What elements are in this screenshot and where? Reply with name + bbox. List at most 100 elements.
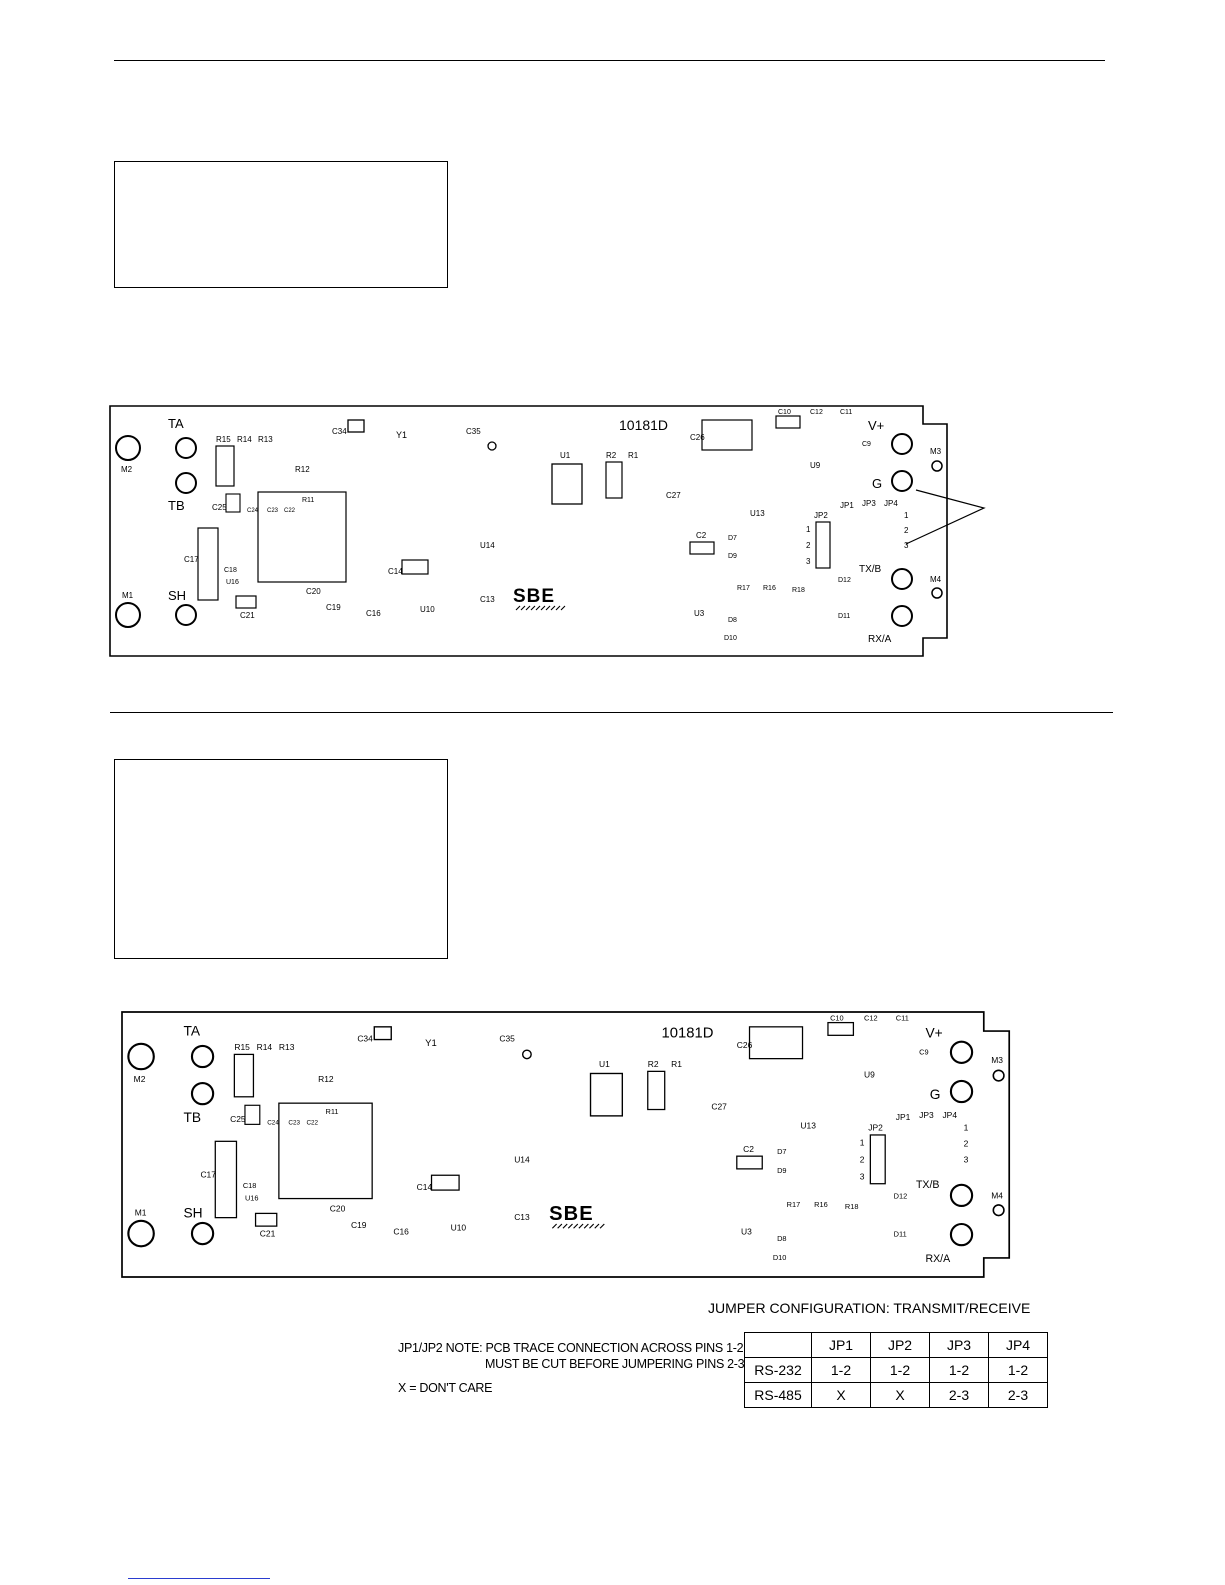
- label-r14: R14: [257, 1042, 273, 1052]
- label-d12: D12: [894, 1192, 908, 1201]
- label-u13: U13: [800, 1121, 816, 1131]
- label-jp-left-pin2: 2: [806, 541, 811, 550]
- label-c11: C11: [840, 409, 852, 416]
- label-r17: R17: [737, 585, 750, 592]
- pcb-board-top: 10181D SBE TA TB SH M2 M1 M3 M4 V+ G TX/…: [109, 405, 948, 657]
- resistor-bank-left: [215, 445, 235, 487]
- table-row: RS-232 1-2 1-2 1-2 1-2: [744, 1357, 1048, 1383]
- label-jp3: JP3: [862, 499, 876, 508]
- label-c21: C21: [260, 1229, 276, 1239]
- label-c17: C17: [200, 1169, 216, 1179]
- table-cell: 1-2: [870, 1357, 930, 1383]
- resistors-r2-r1: [647, 1070, 666, 1111]
- label-r17: R17: [787, 1200, 801, 1209]
- label-jp-left-pin3: 3: [860, 1171, 865, 1181]
- label-c10: C10: [830, 1013, 844, 1022]
- blank-text-box-top: [114, 161, 448, 288]
- label-c22: C22: [284, 508, 296, 514]
- top-rule: [114, 60, 1105, 61]
- label-c21: C21: [240, 611, 255, 620]
- chips-lower-right: [736, 1155, 763, 1170]
- chip-u16: [257, 491, 347, 583]
- sbe-logo-stripe: [515, 605, 566, 611]
- pcb-diagram-bottom: 10181D SBE TA TB SH M2 M1 M3 M4 V+ G TX/…: [121, 1011, 1011, 1278]
- table-header-cell: JP4: [988, 1332, 1048, 1358]
- cap-c17: [197, 527, 219, 601]
- label-jp4: JP4: [884, 499, 898, 508]
- table-cell: 2-3: [988, 1382, 1048, 1408]
- jumper-block: [869, 1134, 886, 1185]
- label-txb: TX/B: [916, 1179, 940, 1191]
- part-number-label: 10181D: [662, 1025, 714, 1041]
- terminal-tb: [175, 472, 197, 494]
- table-cell: X: [811, 1382, 871, 1408]
- label-m2: M2: [121, 465, 133, 474]
- label-jp-right-pin1: 1: [904, 511, 909, 520]
- label-c10: C10: [778, 409, 791, 416]
- label-c2: C2: [743, 1144, 754, 1154]
- label-jp-right-pin2: 2: [964, 1139, 969, 1149]
- crystal-y1: [347, 419, 365, 433]
- label-c27: C27: [711, 1102, 727, 1112]
- label-c14: C14: [388, 567, 403, 576]
- footer-link-underline[interactable]: [128, 1578, 270, 1579]
- label-sh: SH: [168, 588, 186, 603]
- caps-bottom-left: [235, 595, 257, 609]
- chip-u9: [775, 415, 801, 429]
- terminal-vplus: [891, 433, 913, 455]
- label-c24: C24: [267, 1119, 279, 1126]
- label-rxa: RX/A: [925, 1253, 951, 1265]
- label-y1: Y1: [396, 430, 407, 440]
- label-u16: U16: [226, 579, 239, 586]
- label-jp-right-pin3: 3: [964, 1155, 969, 1165]
- blank-text-box-bottom: [114, 759, 448, 959]
- label-u16: U16: [245, 1194, 259, 1203]
- label-c12: C12: [864, 1013, 878, 1022]
- label-jp1: JP1: [840, 501, 854, 510]
- board-outline: [121, 1011, 1011, 1278]
- terminal-rxa: [891, 605, 913, 627]
- chips-c26-c27-u13: [748, 1026, 804, 1060]
- chip-u10: [430, 1174, 460, 1191]
- chips-lower-right: [689, 541, 715, 555]
- mount-hole-m3: [992, 1069, 1005, 1082]
- cap-c17: [214, 1140, 238, 1219]
- label-jp2: JP2: [868, 1123, 883, 1133]
- label-jp4: JP4: [942, 1110, 957, 1120]
- label-m3: M3: [930, 447, 942, 456]
- label-d11: D11: [838, 613, 850, 620]
- label-u10: U10: [451, 1222, 467, 1232]
- logo-sbe: SBE: [513, 586, 555, 607]
- board-outline: [109, 405, 948, 657]
- label-jp-right-pin3: 3: [904, 541, 909, 550]
- label-u1: U1: [599, 1059, 610, 1069]
- label-d8: D8: [777, 1234, 786, 1243]
- label-d9: D9: [777, 1166, 786, 1175]
- label-c35: C35: [499, 1034, 515, 1044]
- label-c16: C16: [366, 609, 381, 618]
- label-c2: C2: [696, 531, 707, 540]
- pcb-diagram-top: 10181D SBE TA TB SH M2 M1 M3 M4 V+ G TX/…: [109, 405, 986, 657]
- label-c34: C34: [332, 427, 347, 436]
- board-labels: 10181D SBE TA TB SH M2 M1 M3 M4 V+ G TX/…: [121, 409, 942, 645]
- label-c25: C25: [212, 503, 227, 512]
- label-m3: M3: [991, 1055, 1003, 1065]
- label-d7: D7: [777, 1147, 786, 1156]
- label-u9: U9: [864, 1070, 875, 1080]
- terminal-sh: [175, 604, 197, 626]
- label-g: G: [930, 1087, 941, 1102]
- table-header-cell: JP2: [870, 1332, 930, 1358]
- label-jp-left-pin3: 3: [806, 557, 811, 566]
- table-cell: 1-2: [988, 1357, 1048, 1383]
- label-u9: U9: [810, 461, 821, 470]
- label-u3: U3: [694, 609, 705, 618]
- label-c19: C19: [326, 603, 341, 612]
- label-c11: C11: [896, 1013, 909, 1022]
- mount-hole-m1: [127, 1219, 155, 1248]
- label-d11: D11: [894, 1230, 907, 1239]
- label-g: G: [872, 476, 882, 491]
- chip-u14: [521, 1049, 532, 1060]
- label-r16: R16: [763, 585, 776, 592]
- terminal-txb: [891, 568, 913, 590]
- label-m4: M4: [991, 1191, 1003, 1201]
